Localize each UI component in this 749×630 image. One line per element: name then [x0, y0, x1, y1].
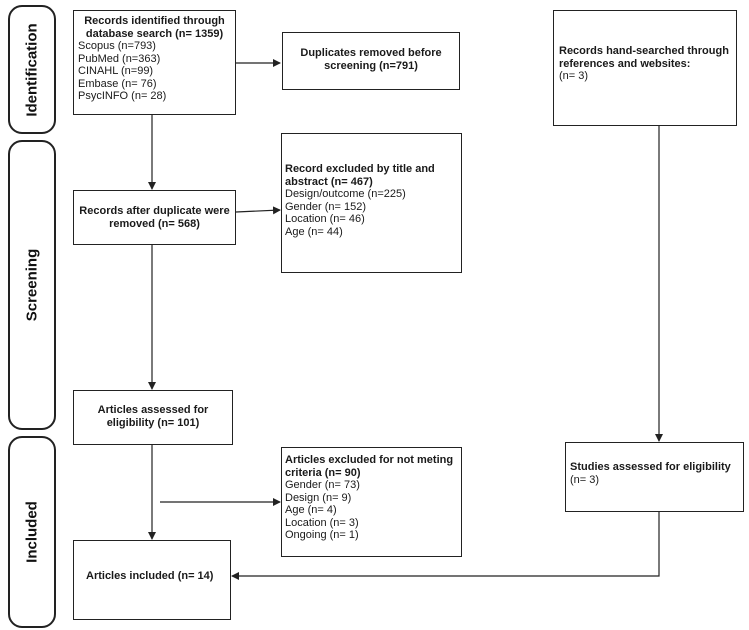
database-search-item: PubMed (n=363) — [78, 52, 161, 65]
excluded-criteria-item: Gender (n= 73) — [285, 479, 360, 491]
database-search-item: Embase (n= 76) — [78, 77, 157, 90]
box-excluded-criteria: Articles excluded for not meting criteri… — [281, 447, 462, 557]
phase-screening: Screening — [8, 140, 56, 430]
box-database-search: Records identified through database sear… — [73, 10, 236, 115]
excluded-title-abstract-item: Gender (n= 152) — [285, 200, 367, 213]
box-assessed-eligibility: Articles assessed for eligibility (n= 10… — [73, 390, 233, 445]
box-hand-searched: Records hand-searched through references… — [553, 10, 737, 126]
database-search-item: PsycINFO (n= 28) — [78, 90, 167, 102]
excluded-title-abstract-item: Design/outcome (n=225) — [285, 188, 406, 200]
box-after-duplicates: Records after duplicate were removed (n=… — [73, 190, 236, 245]
arrow-to-excluded-title-abstract — [235, 206, 281, 215]
assessed-eligibility-title: Articles assessed for eligibility (n= 10… — [97, 404, 209, 429]
phase-identification: Identification — [8, 5, 56, 134]
excluded-title-abstract-item: Age (n= 44) — [285, 225, 343, 238]
excluded-title-abstract-title: Record excluded by title and abstract (n… — [285, 163, 435, 188]
database-search-item: Scopus (n=793) — [78, 40, 156, 52]
excluded-criteria-item: Design (n= 9) — [285, 491, 352, 504]
articles-included-title: Articles included (n= 14) — [86, 570, 214, 582]
database-search-item: CINAHL (n=99) — [78, 65, 154, 77]
excluded-criteria-title: Articles excluded for not meting criteri… — [285, 454, 454, 479]
box-studies-assessed: Studies assessed for eligibility (n= 3) — [565, 442, 744, 512]
excluded-title-abstract-item: Location (n= 46) — [285, 213, 365, 225]
excluded-criteria-item: Location (n= 3) — [285, 516, 359, 529]
hand-searched-item: (n= 3) — [559, 70, 589, 82]
after-duplicates-title: Records after duplicate were removed (n=… — [79, 205, 230, 230]
excluded-criteria-item: Ongoing (n= 1) — [285, 529, 359, 541]
hand-searched-title: Records hand-searched through references… — [559, 45, 729, 70]
box-excluded-title-abstract: Record excluded by title and abstract (n… — [281, 133, 462, 273]
studies-assessed-item: (n= 3) — [570, 473, 600, 486]
studies-assessed-title: Studies assessed for eligibility — [570, 461, 731, 473]
excluded-criteria-item: Age (n= 4) — [285, 504, 337, 516]
arrow-studies-to-included — [231, 512, 660, 580]
phase-included: Included — [8, 436, 56, 628]
duplicates-removed-title: Duplicates removed before screening (n=7… — [300, 47, 442, 72]
database-search-title: Records identified through database sear… — [84, 15, 225, 40]
box-articles-included: Articles included (n= 14) — [73, 540, 231, 620]
box-duplicates-removed: Duplicates removed before screening (n=7… — [282, 32, 460, 90]
